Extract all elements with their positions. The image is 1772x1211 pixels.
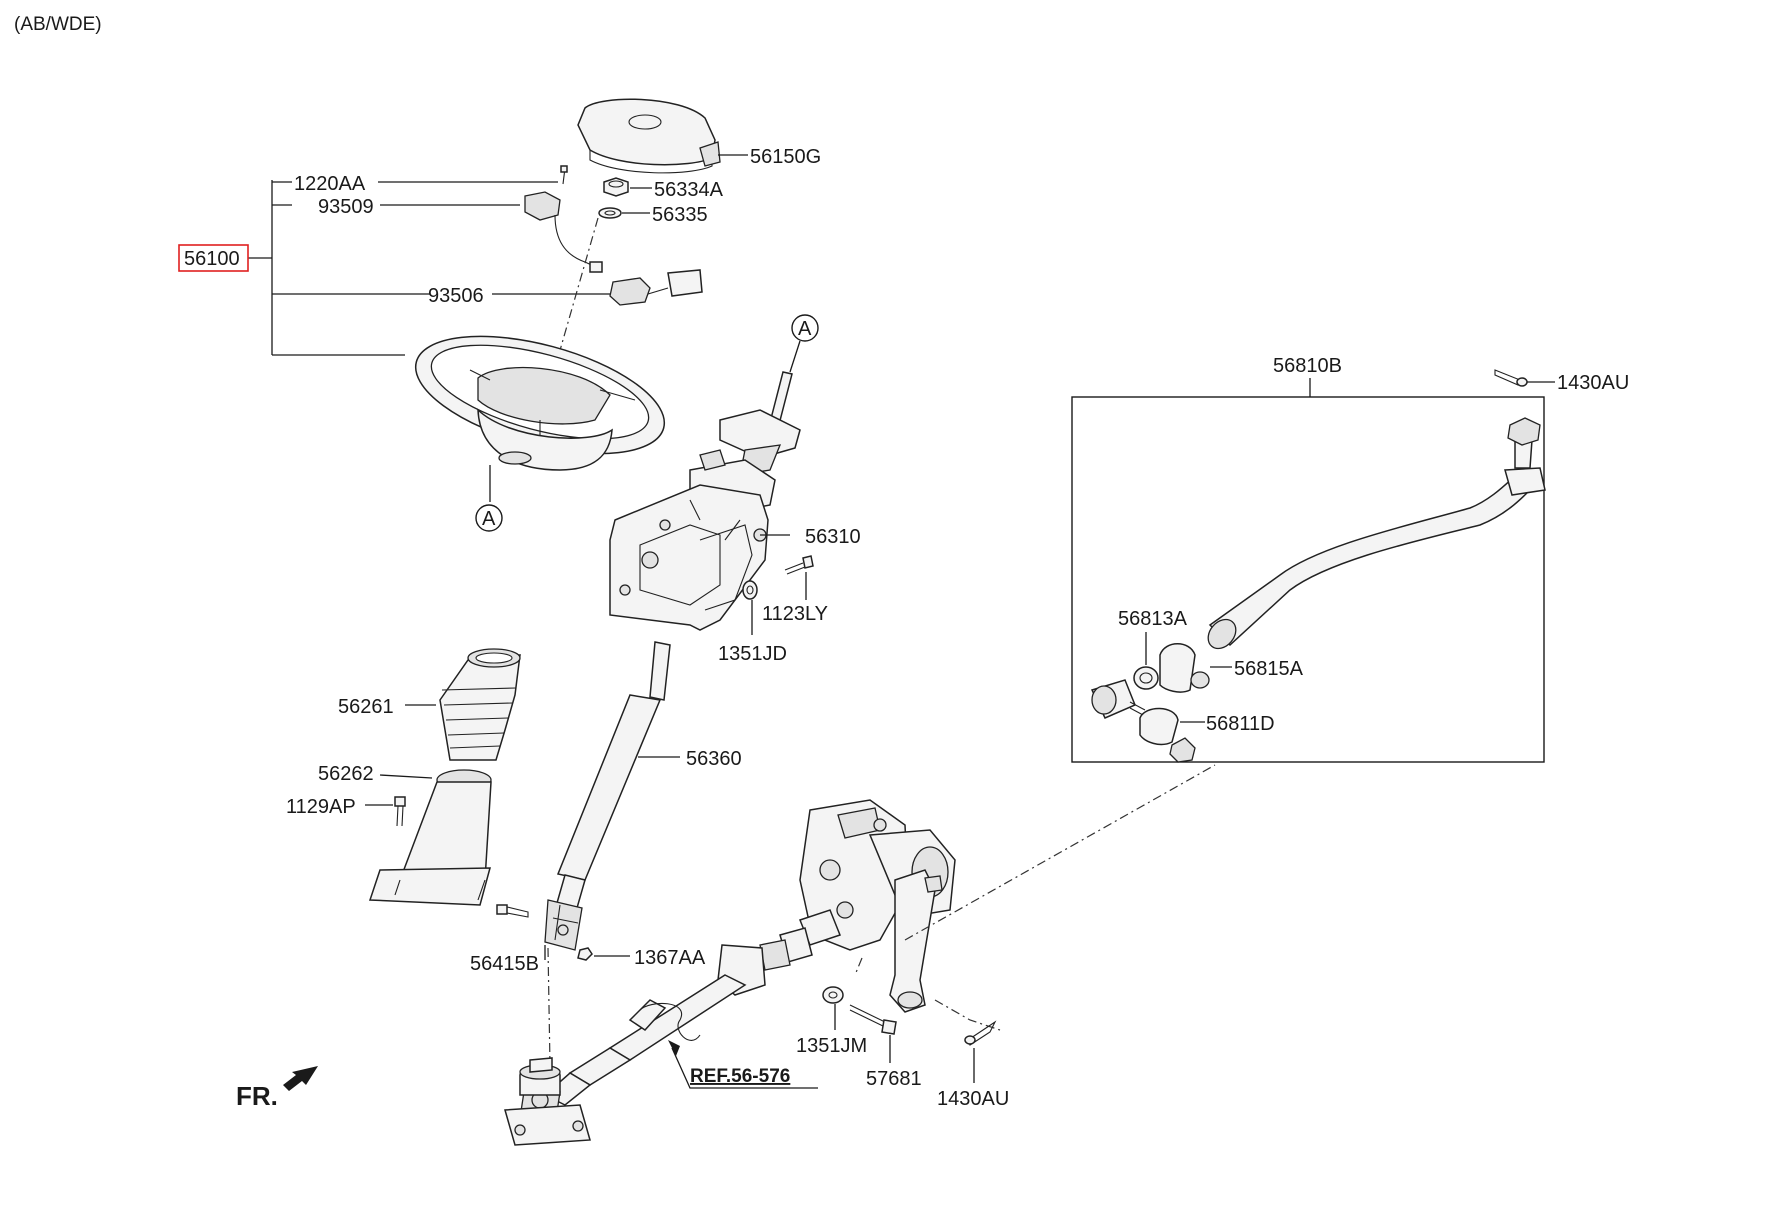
part-number-56810B[interactable]: 56810B xyxy=(1273,355,1342,377)
part-number-56811D[interactable]: 56811D xyxy=(1206,713,1275,735)
part-number-93506[interactable]: 93506 xyxy=(428,285,484,307)
callout-56100[interactable]: 56100 xyxy=(178,244,249,272)
part-number-56100[interactable]: 56100 xyxy=(184,248,240,270)
front-direction-indicator: FR. xyxy=(236,1066,318,1111)
steering-gear-box xyxy=(759,799,956,1013)
part-number-56334A[interactable]: 56334A xyxy=(654,179,724,201)
part-number-1123LY[interactable]: 1123LY xyxy=(762,603,828,625)
part-number-56262[interactable]: 56262 xyxy=(318,763,374,785)
steering-wheel xyxy=(414,335,666,471)
part-number-1220AA[interactable]: 1220AA xyxy=(294,173,366,195)
assembly-bracket-56100 xyxy=(248,180,430,356)
part-number-56150G[interactable]: 56150G xyxy=(750,146,821,168)
airbag-56150G xyxy=(577,98,721,174)
part-number-56415B[interactable]: 56415B xyxy=(470,953,539,975)
drag-link-box xyxy=(1071,396,1545,763)
part-number-56813A[interactable]: 56813A xyxy=(1118,608,1188,630)
bolt-1123LY xyxy=(784,555,814,575)
part-number-1367AA[interactable]: 1367AA xyxy=(634,947,706,969)
nut-1367AA xyxy=(577,947,593,961)
switch-connector-93506 xyxy=(609,269,703,306)
variant-label: (AB/WDE) xyxy=(14,14,102,35)
drag-link-rod xyxy=(1207,417,1546,650)
connector-a-bottom-label: A xyxy=(482,508,496,530)
ball-stud-assembly xyxy=(1090,679,1196,763)
part-number-57681[interactable]: 57681 xyxy=(866,1068,922,1090)
lower-shaft-assembly xyxy=(504,944,766,1146)
bolt-1129AP xyxy=(394,796,406,827)
steering-column-56310 xyxy=(609,371,801,631)
washer-1351JD xyxy=(742,580,758,600)
washer-56335 xyxy=(598,207,622,219)
front-direction-label: FR. xyxy=(236,1081,278,1111)
connector-a-top: A xyxy=(791,314,819,342)
part-number-56360[interactable]: 56360 xyxy=(686,748,742,770)
selected-part-highlight xyxy=(178,244,249,272)
clock-spring-93509 xyxy=(524,191,603,273)
cotter-pin-1430AU-top xyxy=(1494,369,1528,387)
part-number-1351JM[interactable]: 1351JM xyxy=(796,1035,867,1057)
washer-1351JM xyxy=(822,986,844,1004)
part-number-56310[interactable]: 56310 xyxy=(805,526,861,548)
cotter-pin-1430AU-bottom xyxy=(964,1020,997,1046)
part-number-56261[interactable]: 56261 xyxy=(338,696,394,718)
screw-1220AA xyxy=(560,165,568,185)
boot-plate-56262 xyxy=(368,769,492,906)
connector-a-top-label: A xyxy=(798,318,812,340)
bolt-57681 xyxy=(849,1004,897,1035)
part-number-1351JD[interactable]: 1351JD xyxy=(718,643,787,665)
part-number-93509[interactable]: 93509 xyxy=(318,196,374,218)
part-number-56335[interactable]: 56335 xyxy=(652,204,708,226)
part-number-56815A[interactable]: 56815A xyxy=(1234,658,1304,680)
reference-label[interactable]: REF.56-576 xyxy=(690,1066,790,1087)
boot-56261 xyxy=(439,648,521,761)
spring-seat-56815A xyxy=(1159,643,1210,693)
nut-56334A xyxy=(603,177,629,197)
connector-a-bottom: A xyxy=(475,504,503,532)
part-number-1430AU-top[interactable]: 1430AU xyxy=(1557,372,1629,394)
part-number-1129AP[interactable]: 1129AP xyxy=(286,796,356,818)
bolt-56415B xyxy=(496,904,529,918)
seat-56813A xyxy=(1133,666,1159,690)
intermediate-shaft-56360 xyxy=(544,641,671,951)
part-number-1430AU-bottom[interactable]: 1430AU xyxy=(937,1088,1009,1110)
